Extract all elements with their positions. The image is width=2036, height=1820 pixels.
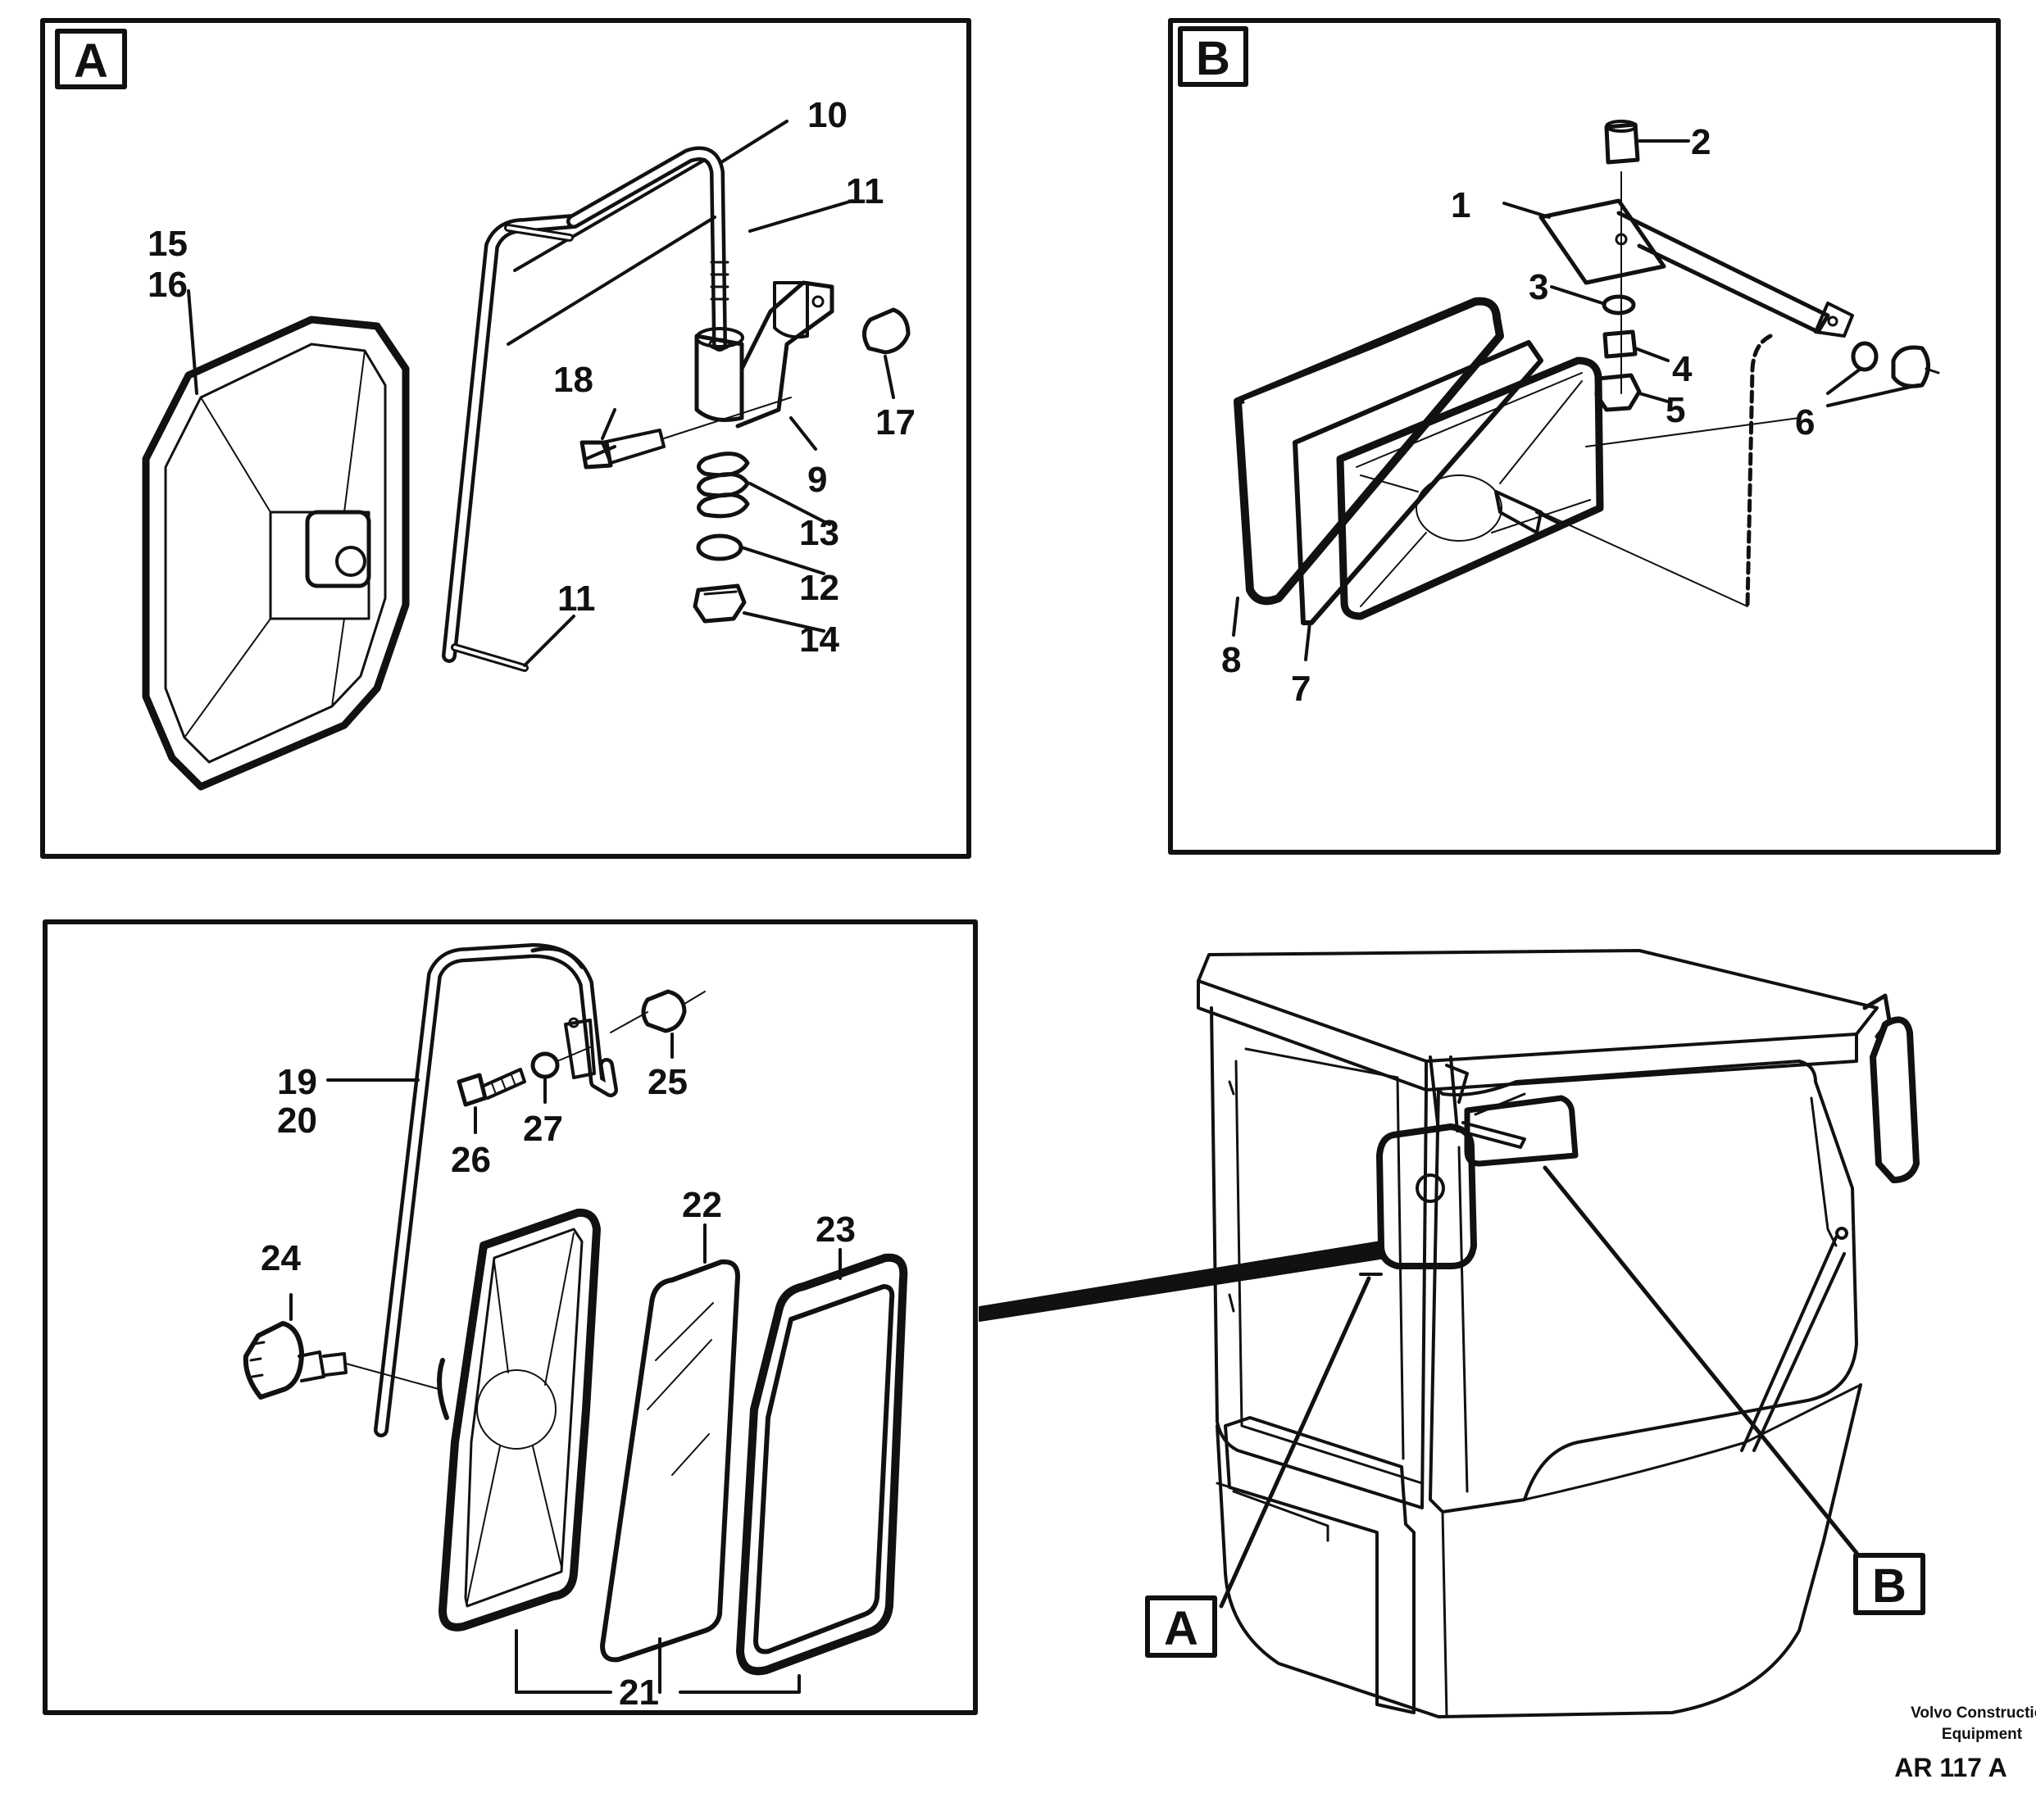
cab-tag-a-box bbox=[1145, 1595, 1217, 1658]
callout-a-10: 10 bbox=[807, 95, 848, 135]
callout-b-3: 3 bbox=[1529, 267, 1548, 307]
panel-a-tag: A bbox=[74, 34, 108, 88]
bushing-c bbox=[641, 989, 687, 1033]
credit-code: AR 117 A bbox=[1894, 1753, 2007, 1782]
glass-b bbox=[1293, 340, 1543, 625]
mirror-a-hub bbox=[269, 511, 370, 620]
cab-tag-b: B bbox=[1872, 1559, 1906, 1613]
cap-b-6 bbox=[1891, 345, 1930, 388]
callout-b-2: 2 bbox=[1691, 122, 1711, 162]
arm-a-left bbox=[442, 214, 581, 663]
callout-c-23: 23 bbox=[816, 1210, 856, 1250]
callout-c-27: 27 bbox=[523, 1109, 563, 1149]
cab-tag-b-box bbox=[1853, 1553, 1925, 1615]
callout-c-21: 21 bbox=[619, 1672, 659, 1713]
bracket-a bbox=[735, 280, 834, 429]
panel-a-frame bbox=[40, 18, 971, 859]
callout-b-8: 8 bbox=[1221, 640, 1241, 680]
callout-c-19: 19 bbox=[277, 1062, 317, 1102]
callout-b-1: 1 bbox=[1451, 185, 1470, 225]
washer-a bbox=[696, 533, 743, 561]
knob-c bbox=[243, 1321, 304, 1400]
mirror-c-housing bbox=[439, 1208, 601, 1632]
arm-c-bracket bbox=[564, 1019, 596, 1079]
callout-c-26: 26 bbox=[451, 1140, 491, 1180]
arm-a-brace bbox=[507, 158, 716, 346]
bolt-c bbox=[457, 1073, 488, 1107]
cab-tags: A B bbox=[1145, 1553, 1925, 1658]
seal-b bbox=[1234, 297, 1504, 606]
seal-c bbox=[736, 1253, 908, 1676]
cab-pillar-b bbox=[1745, 334, 1773, 609]
callout-b-4: 4 bbox=[1672, 349, 1693, 389]
cab-mirror-b bbox=[1464, 1095, 1579, 1167]
callout-a-9: 9 bbox=[807, 460, 827, 500]
callout-a-18: 18 bbox=[553, 360, 593, 400]
callout-a-16: 16 bbox=[148, 265, 188, 305]
nut-b-5 bbox=[1594, 373, 1642, 412]
callout-c-25: 25 bbox=[648, 1062, 688, 1102]
callout-a-17: 17 bbox=[875, 402, 916, 443]
callout-c-22: 22 bbox=[682, 1185, 722, 1225]
cab-wiper bbox=[1740, 1236, 1846, 1452]
cab-tag-a: A bbox=[1164, 1602, 1198, 1655]
callout-a-13: 13 bbox=[799, 513, 839, 553]
panel-a: A bbox=[40, 18, 971, 859]
callout-a-11-upper: 11 bbox=[846, 171, 884, 211]
callout-c-20: 20 bbox=[277, 1101, 317, 1141]
credit-line2: Equipment bbox=[1942, 1726, 2023, 1743]
mirror-a-clamp bbox=[305, 510, 371, 588]
cap-b bbox=[1604, 122, 1640, 165]
pointer-wedge bbox=[979, 1241, 1386, 1322]
mirror-b-stud bbox=[1494, 490, 1543, 534]
callout-c-24: 24 bbox=[261, 1238, 301, 1278]
callout-a-14: 14 bbox=[799, 620, 839, 660]
panel-b: B bbox=[1168, 18, 2001, 855]
panel-c-frame bbox=[43, 919, 978, 1715]
panel-c: 19 20 25 26 27 24 22 23 21 bbox=[43, 919, 978, 1715]
callout-a-11-lower: 11 bbox=[557, 579, 596, 619]
callout-a-15: 15 bbox=[148, 224, 188, 264]
cab-mirror-a bbox=[1376, 1123, 1477, 1269]
callout-b-7: 7 bbox=[1291, 669, 1311, 709]
plate-b bbox=[1538, 198, 1666, 285]
panel-b-tag-box bbox=[1178, 26, 1248, 87]
credit-line1: Volvo Construction bbox=[1911, 1704, 2036, 1722]
bushing-a bbox=[862, 307, 911, 355]
mirror-b bbox=[1336, 356, 1604, 620]
callout-a-12: 12 bbox=[799, 568, 839, 608]
cab-illustration bbox=[1197, 949, 1920, 1718]
callout-b-6: 6 bbox=[1795, 402, 1815, 443]
callout-b-5: 5 bbox=[1666, 390, 1685, 430]
washer-b bbox=[1602, 294, 1636, 315]
nut-b-4 bbox=[1602, 329, 1638, 359]
panel-b-frame bbox=[1168, 18, 2001, 855]
mirror-a-bolt bbox=[335, 546, 366, 577]
washer-c bbox=[530, 1051, 560, 1079]
nut-a bbox=[693, 583, 747, 624]
panel-a-tag-box bbox=[55, 29, 127, 89]
mirror-a-housing bbox=[142, 315, 410, 791]
cab-mirror-right bbox=[1870, 1016, 1920, 1183]
mirror-a-glass bbox=[164, 343, 387, 764]
spring-a bbox=[697, 452, 750, 519]
panel-b-tag: B bbox=[1196, 32, 1230, 85]
hinge-a-sleeve bbox=[694, 334, 744, 422]
glass-c bbox=[600, 1259, 740, 1663]
arm-b bbox=[1616, 211, 1830, 334]
credit-block: Volvo Construction Equipment AR 117 A bbox=[1894, 1704, 2036, 1782]
